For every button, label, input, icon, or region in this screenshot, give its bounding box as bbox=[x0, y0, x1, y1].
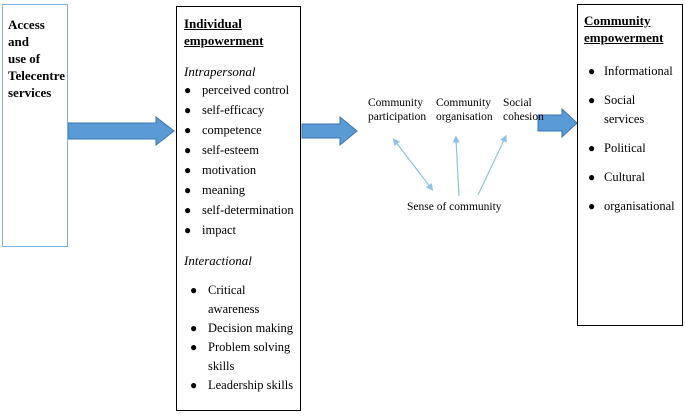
individual-empowerment-box: Individual empowerment Intrapersonal ●pe… bbox=[176, 6, 301, 411]
bullet-icon: ● bbox=[184, 143, 192, 157]
intrapersonal-list: ●perceived control ●self-efficacy ●compe… bbox=[184, 80, 296, 240]
list-item: ●Cultural bbox=[584, 168, 678, 187]
access-line: use of bbox=[8, 51, 41, 66]
interactional-heading: Interactional bbox=[184, 253, 252, 268]
bullet-icon: ● bbox=[184, 163, 192, 177]
access-line: services bbox=[8, 85, 52, 100]
community-organisation-label: Community organisation bbox=[436, 97, 493, 123]
list-item: ●Political bbox=[584, 139, 678, 158]
block-arrow-individual-to-middle bbox=[301, 115, 358, 147]
list-item: ●meaning bbox=[184, 180, 296, 200]
bullet-icon: ● bbox=[184, 123, 192, 137]
access-box: Access and use of Telecentre services bbox=[2, 4, 68, 247]
bullet-icon: ● bbox=[190, 321, 198, 335]
bullet-icon: ● bbox=[190, 340, 198, 354]
bullet-icon: ● bbox=[184, 103, 192, 117]
access-line: Access and bbox=[8, 17, 45, 49]
block-arrow-access-to-individual bbox=[67, 115, 175, 147]
list-item: ●Decision making bbox=[184, 319, 296, 338]
social-cohesion-label: Social cohesion bbox=[503, 97, 544, 123]
individual-title: Individual empowerment bbox=[184, 16, 264, 48]
list-item: ●impact bbox=[184, 220, 296, 240]
list-item: ●Leadership skills bbox=[184, 376, 296, 395]
list-item: ●motivation bbox=[184, 160, 296, 180]
bullet-icon: ● bbox=[184, 183, 192, 197]
bullet-icon: ● bbox=[588, 93, 596, 107]
intrapersonal-heading: Intrapersonal bbox=[184, 64, 256, 79]
access-line: Telecentre bbox=[8, 68, 66, 83]
bullet-icon: ● bbox=[588, 199, 596, 213]
bullet-icon: ● bbox=[190, 378, 198, 392]
list-item: ●Problem solving skills bbox=[190, 340, 291, 373]
bullet-icon: ● bbox=[184, 203, 192, 217]
thin-arrow-organisation bbox=[452, 135, 460, 197]
bullet-icon: ● bbox=[184, 83, 192, 97]
bullet-icon: ● bbox=[190, 283, 198, 297]
list-item: ●self-esteem bbox=[184, 140, 296, 160]
list-item: ●competence bbox=[184, 120, 296, 140]
list-item: ●perceived control bbox=[184, 80, 296, 100]
bullet-icon: ● bbox=[184, 223, 192, 237]
list-item: ●self-efficacy bbox=[184, 100, 296, 120]
bullet-icon: ● bbox=[588, 64, 596, 78]
list-item: ●organisational bbox=[584, 197, 678, 216]
interactional-list: ●Critical awareness ●Decision making ●Pr… bbox=[184, 281, 296, 395]
thin-arrow-participation bbox=[392, 138, 434, 191]
bullet-icon: ● bbox=[588, 170, 596, 184]
list-item: ●Informational bbox=[584, 62, 678, 81]
bullet-icon: ● bbox=[588, 141, 596, 155]
community-empowerment-box: Community empowerment ●Informational ●So… bbox=[577, 4, 683, 326]
community-participation-label: Community participation bbox=[368, 97, 427, 123]
list-item: ●Critical awareness bbox=[190, 283, 260, 316]
community-title: Community empowerment bbox=[584, 13, 664, 45]
list-item: ●self-determination bbox=[184, 200, 296, 220]
community-list: ●Informational ●Social services ●Politic… bbox=[584, 62, 678, 216]
thin-arrow-cohesion bbox=[477, 134, 507, 196]
sense-of-community-label: Sense of community bbox=[407, 201, 502, 213]
list-item: ●Social services bbox=[588, 93, 645, 126]
